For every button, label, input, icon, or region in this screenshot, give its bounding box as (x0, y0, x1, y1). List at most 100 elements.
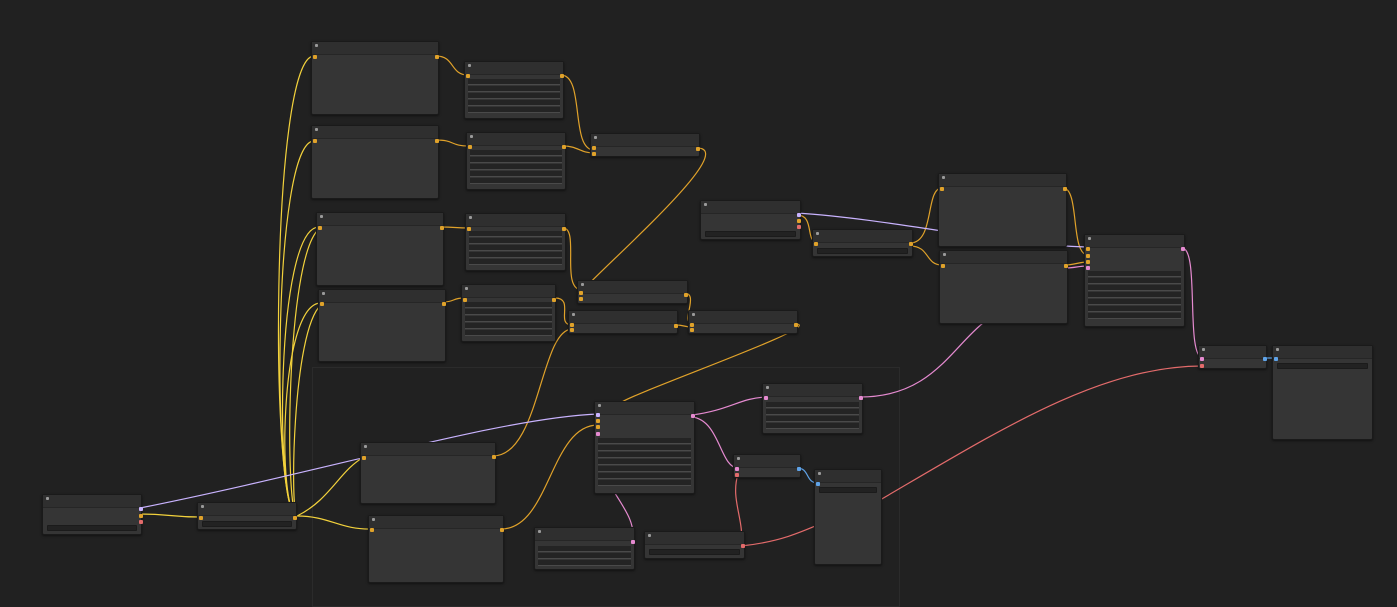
collapse-dot-icon[interactable] (1202, 348, 1205, 351)
collapse-dot-icon[interactable] (322, 292, 325, 295)
widget-row[interactable] (1088, 285, 1181, 291)
node-header[interactable] (1199, 346, 1266, 359)
vae-decode-node-2[interactable] (1198, 345, 1267, 369)
node-port[interactable] (552, 298, 556, 302)
node-port[interactable] (592, 146, 596, 150)
collapse-dot-icon[interactable] (581, 283, 584, 286)
widget-row[interactable] (1088, 306, 1181, 312)
node-port[interactable] (579, 297, 583, 301)
settings-node-2[interactable] (466, 132, 566, 190)
collapse-dot-icon[interactable] (572, 313, 575, 316)
node-port[interactable] (1200, 364, 1204, 368)
node-port[interactable] (139, 507, 143, 511)
node-port[interactable] (313, 139, 317, 143)
node-header[interactable] (595, 402, 694, 415)
widget-row[interactable] (766, 402, 859, 408)
collapse-dot-icon[interactable] (470, 135, 473, 138)
widget-row[interactable] (538, 546, 631, 552)
node-port[interactable] (492, 455, 496, 459)
collapse-dot-icon[interactable] (315, 128, 318, 131)
node-port[interactable] (139, 514, 143, 518)
node-port[interactable] (435, 139, 439, 143)
ksampler-node-2[interactable] (1084, 234, 1185, 327)
node-header[interactable] (815, 470, 881, 483)
checkpoint-loader-node[interactable] (42, 494, 143, 535)
node-port[interactable] (940, 187, 944, 191)
widget-row[interactable] (470, 171, 562, 177)
widget-row[interactable] (468, 86, 560, 92)
node-port[interactable] (562, 227, 566, 231)
widget-row[interactable] (469, 259, 562, 265)
node-port[interactable] (362, 456, 366, 460)
node-port[interactable] (690, 328, 694, 332)
text-encode-node-3[interactable] (316, 212, 444, 286)
widget-row[interactable] (598, 445, 691, 451)
node-port[interactable] (592, 152, 596, 156)
node-port[interactable] (735, 473, 739, 477)
clip-node[interactable] (197, 502, 297, 530)
collapse-dot-icon[interactable] (648, 534, 651, 537)
node-header[interactable] (462, 285, 555, 298)
node-port[interactable] (696, 147, 700, 151)
widget-row[interactable] (470, 157, 562, 163)
lora-node[interactable] (812, 229, 913, 257)
model-loader-node[interactable] (700, 200, 801, 240)
node-port[interactable] (816, 482, 820, 486)
widget-field[interactable] (819, 487, 877, 493)
node-header[interactable] (317, 213, 443, 226)
node-port[interactable] (1086, 266, 1090, 270)
widget-row[interactable] (469, 252, 562, 258)
combine-node-3[interactable] (568, 310, 678, 334)
widget-field[interactable] (705, 231, 796, 237)
node-header[interactable] (312, 126, 438, 139)
node-port[interactable] (468, 145, 472, 149)
widget-row[interactable] (468, 79, 560, 85)
widget-row[interactable] (465, 316, 552, 322)
widget-field[interactable] (817, 248, 908, 254)
collapse-dot-icon[interactable] (818, 472, 821, 475)
widget-row[interactable] (465, 330, 552, 336)
widget-row[interactable] (598, 473, 691, 479)
preview-image-node-1[interactable] (814, 469, 882, 565)
widget-row[interactable] (1088, 299, 1181, 305)
widget-row[interactable] (1088, 313, 1181, 319)
widget-field[interactable] (1277, 363, 1368, 369)
widget-row[interactable] (598, 459, 691, 465)
node-header[interactable] (43, 495, 141, 508)
node-port[interactable] (764, 396, 768, 400)
collapse-dot-icon[interactable] (737, 457, 740, 460)
node-port[interactable] (500, 528, 504, 532)
widget-row[interactable] (598, 438, 691, 444)
node-header[interactable] (578, 281, 687, 294)
node-port[interactable] (560, 74, 564, 78)
node-port[interactable] (320, 302, 324, 306)
collapse-dot-icon[interactable] (942, 176, 945, 179)
ksampler-node-1[interactable] (594, 401, 695, 494)
node-port[interactable] (440, 226, 444, 230)
node-port[interactable] (596, 419, 600, 423)
node-port[interactable] (797, 213, 801, 217)
collapse-dot-icon[interactable] (538, 530, 541, 533)
node-port[interactable] (570, 328, 574, 332)
prompt-node-1[interactable] (360, 442, 496, 504)
collapse-dot-icon[interactable] (465, 287, 468, 290)
node-port[interactable] (466, 74, 470, 78)
combine-node-2[interactable] (577, 280, 688, 304)
node-port[interactable] (814, 242, 818, 246)
node-port[interactable] (1086, 260, 1090, 264)
node-port[interactable] (1200, 357, 1204, 361)
widget-field[interactable] (202, 521, 292, 527)
widget-row[interactable] (470, 178, 562, 184)
node-port[interactable] (1263, 357, 1267, 361)
widget-row[interactable] (470, 150, 562, 156)
text-encode-node-4[interactable] (318, 289, 446, 362)
conditioning-node-2[interactable] (939, 250, 1068, 324)
node-port[interactable] (684, 293, 688, 297)
node-header[interactable] (645, 532, 744, 545)
node-port[interactable] (579, 291, 583, 295)
widget-row[interactable] (465, 309, 552, 315)
node-port[interactable] (941, 264, 945, 268)
collapse-dot-icon[interactable] (320, 215, 323, 218)
collapse-dot-icon[interactable] (315, 44, 318, 47)
